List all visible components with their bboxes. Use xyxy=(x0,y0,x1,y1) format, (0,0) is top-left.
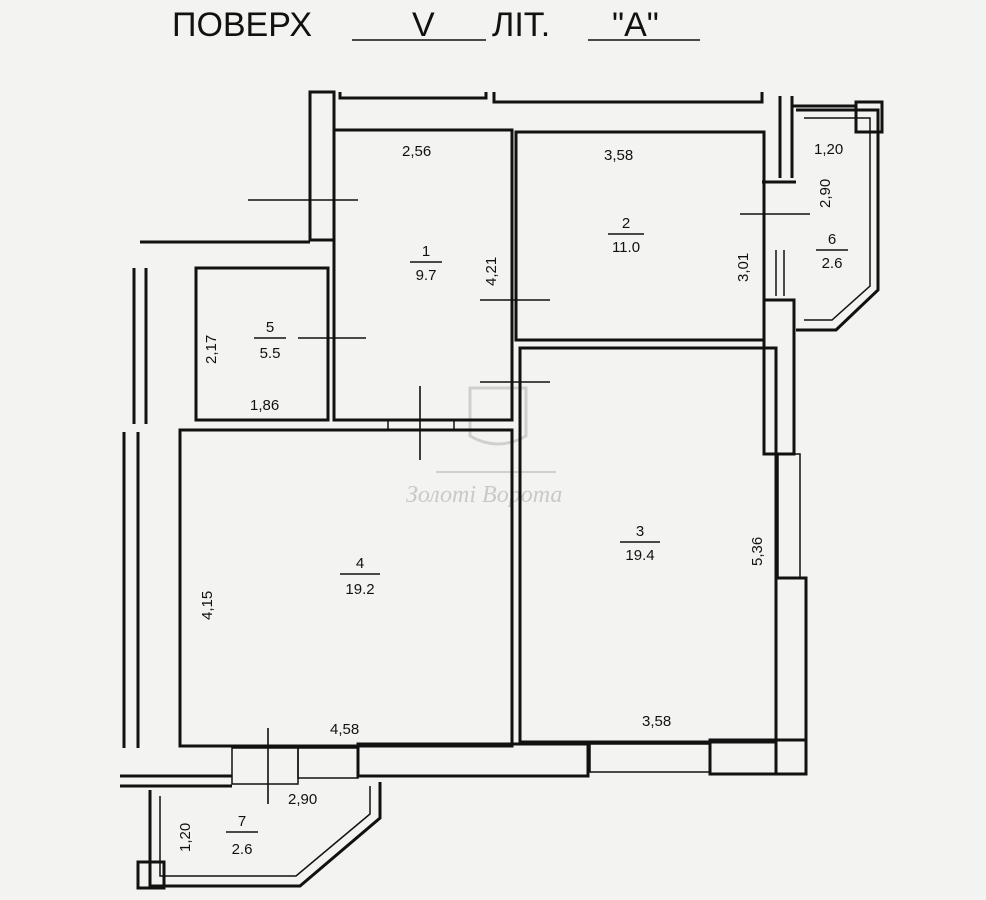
room-3-outline xyxy=(518,346,778,744)
room-1-number: 1 xyxy=(422,243,430,260)
dim-r3-bottom: 3,58 xyxy=(642,713,671,730)
room-5-outline xyxy=(194,266,330,422)
title-lit-value: "А" xyxy=(612,6,659,44)
room-4-area: 19.2 xyxy=(345,581,374,598)
plan-title: ПОВЕРХ V ЛІТ. "А" xyxy=(172,6,700,44)
room-3-area: 19.4 xyxy=(625,547,654,564)
room-5-label: 5 5.5 xyxy=(254,319,286,362)
balcony-6-outline xyxy=(796,108,880,332)
dim-r6-top: 1,20 xyxy=(814,141,843,158)
room-6-label: 6 2.6 xyxy=(816,231,848,272)
room-2-area: 11.0 xyxy=(612,239,640,256)
dim-r4-bottom: 4,58 xyxy=(330,721,359,738)
room-3-number: 3 xyxy=(636,523,644,540)
room-5-area: 5.5 xyxy=(260,345,281,362)
dim-r1-top: 2,56 xyxy=(402,143,431,160)
title-prefix: ПОВЕРХ xyxy=(172,6,312,44)
room-2-outline xyxy=(514,130,766,342)
title-floor: V xyxy=(412,6,435,44)
room-1-area: 9.7 xyxy=(416,267,437,284)
outer-walls xyxy=(120,90,884,788)
dim-r5-bottom: 1,86 xyxy=(250,397,279,414)
dim-r5-side: 2,17 xyxy=(203,335,220,364)
dim-r2-side: 3,01 xyxy=(735,253,752,282)
room-7-number: 7 xyxy=(238,813,246,830)
room-4-label: 4 19.2 xyxy=(340,555,380,598)
dim-r1-side: 4,21 xyxy=(483,257,500,286)
bottom-exterior-wall xyxy=(231,738,808,785)
door-marks xyxy=(248,199,810,804)
room-5-number: 5 xyxy=(266,319,274,336)
dim-r7-side: 1,20 xyxy=(177,823,194,852)
room-4-number: 4 xyxy=(356,555,364,572)
room-7-area: 2.6 xyxy=(232,841,253,858)
room-6-area: 2.6 xyxy=(822,255,843,272)
room-2-number: 2 xyxy=(622,215,630,232)
room-6-number: 6 xyxy=(828,231,836,248)
room-2-label: 2 11.0 xyxy=(608,215,644,256)
dim-r3-side: 5,36 xyxy=(749,537,766,566)
balcony-7-outline xyxy=(148,782,382,888)
title-lit-label: ЛІТ. xyxy=(492,6,550,44)
watermark-text: Золоті Ворота xyxy=(406,482,562,508)
dimension-labels: 2,56 3,58 1,20 1,86 4,58 3,58 2,90 4,21 … xyxy=(177,141,843,852)
room-1-label: 1 9.7 xyxy=(410,243,442,284)
watermark: Золоті Ворота xyxy=(406,386,562,508)
dim-r4-side: 4,15 xyxy=(199,591,216,620)
dim-r2-top: 3,58 xyxy=(604,147,633,164)
room-7-label: 7 2.6 xyxy=(226,813,258,858)
dim-r7-top: 2,90 xyxy=(288,791,317,808)
room-4-outline xyxy=(178,428,514,748)
watermark-shield-icon xyxy=(468,386,528,446)
right-exterior-wall xyxy=(762,180,808,776)
dim-r6-side: 2,90 xyxy=(817,179,834,208)
room-3-label: 3 19.4 xyxy=(620,523,660,564)
